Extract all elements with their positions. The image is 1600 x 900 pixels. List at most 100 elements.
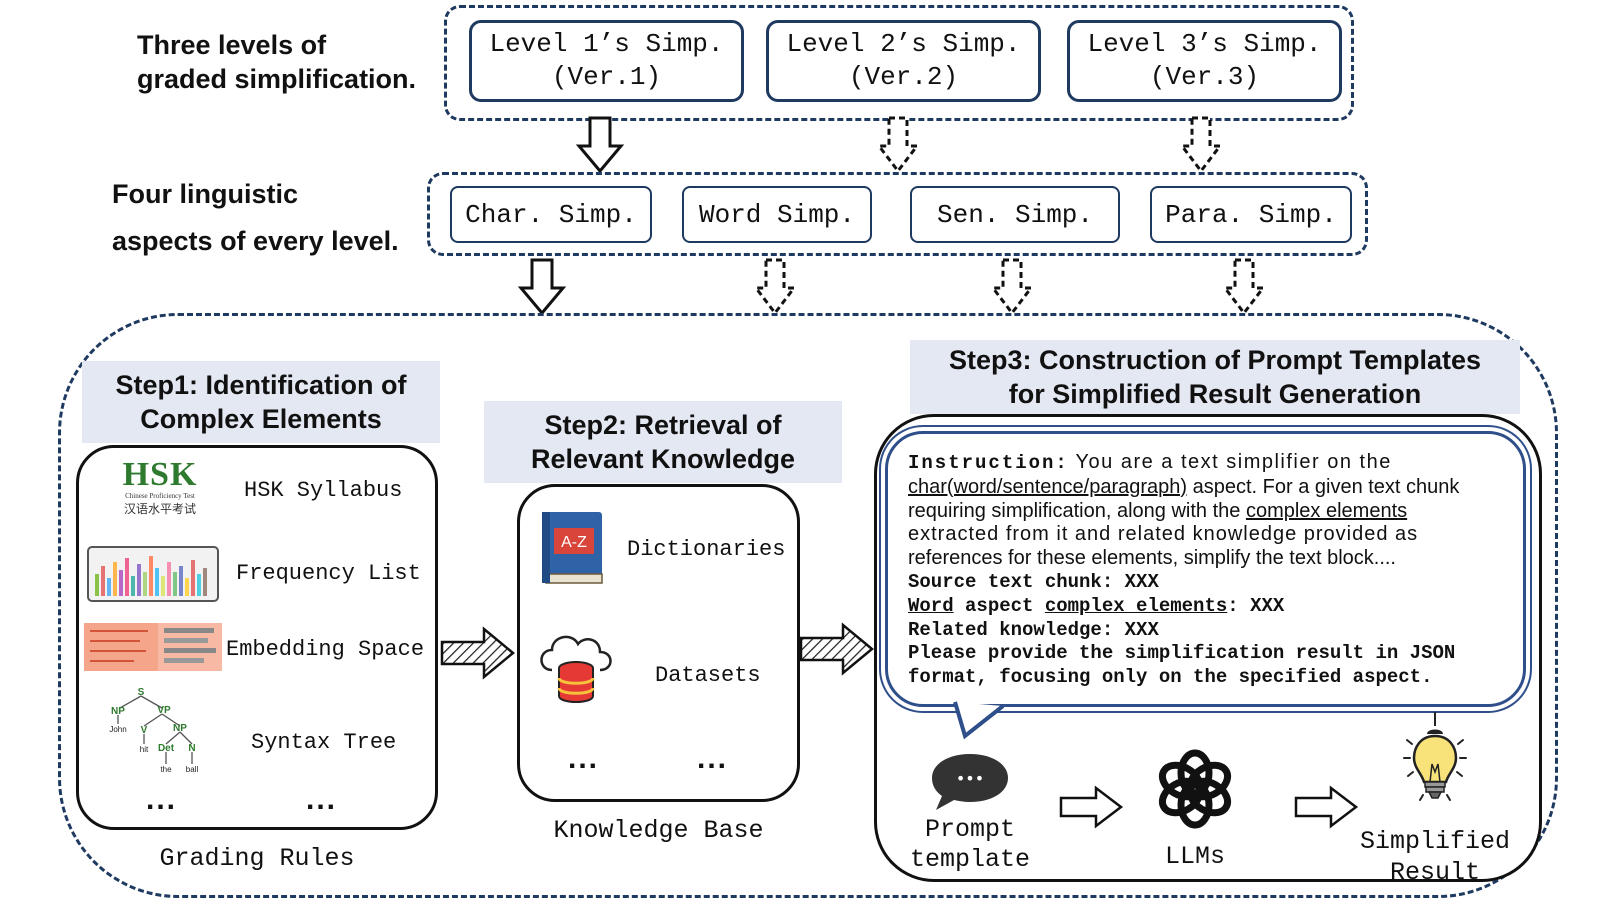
aspect-char-box: Char. Simp.: [450, 186, 652, 243]
down-arrow-solid-aspect: [518, 258, 566, 316]
prompt-line-7: Word aspect complex elements: XXX: [908, 595, 1508, 619]
prompt-l7-word: Word: [908, 594, 954, 617]
prompt-line-8: Related knowledge: XXX: [908, 618, 1159, 641]
instruction-label: Instruction:: [908, 452, 1069, 474]
tree-np: NP: [111, 706, 125, 717]
step1-title-line1: Step1: Identification of: [115, 370, 407, 400]
prompt-l3-underlined: complex elements: [1245, 499, 1408, 522]
dictionary-book-icon: A-Z: [542, 512, 603, 584]
hatched-arrow-2: [799, 622, 874, 676]
step2-title-line2: Relevant Knowledge: [530, 444, 796, 474]
level-2-line2: (Ver.2): [848, 62, 959, 92]
levels-label: Three levels of Three levels of graded s…: [137, 28, 416, 96]
embedding-space-icon: [84, 623, 222, 671]
tree-n: N: [188, 743, 195, 754]
outline-arrow-1: [1059, 785, 1124, 829]
step2-ellipsis-right: ...: [697, 742, 729, 775]
prompt-l2-underlined: char(word/sentence/paragraph): [908, 475, 1188, 498]
llm-openai-icon: [1158, 749, 1232, 829]
prompt-l7-complex: complex elements: [1044, 594, 1228, 617]
tree-det: Det: [158, 743, 175, 754]
tree-vp: VP: [157, 705, 171, 716]
aspect-sentence-box: Sen. Simp.: [910, 186, 1120, 243]
prompt-line-1: Instruction: You are a text simplifier o…: [908, 451, 1508, 476]
aspects-label-line2: aspects of every level.: [112, 226, 399, 256]
hatched-arrow-1: [440, 626, 515, 680]
tree-v: V: [141, 725, 148, 736]
frequency-chart-icon: [87, 546, 219, 602]
step3-title-line1: Step3: Construction of Prompt Templates: [948, 345, 1482, 375]
level-1-box: Level 1’s Simp. (Ver.1): [469, 20, 744, 102]
step2-ellipsis-left: ...: [568, 742, 600, 775]
prompt-line-4: extracted from it and related knowledge …: [908, 523, 1419, 546]
prompt-line-6: Source text chunk: XXX: [908, 570, 1159, 593]
simplified-result-line2: Result: [1389, 858, 1480, 887]
item-frequency-list: Frequency List: [236, 561, 421, 586]
level-2-box: Level 2’s Simp. (Ver.2): [766, 20, 1041, 102]
prompt-line-3: requiring simplification, along with the…: [908, 500, 1508, 524]
step3-title-line2: for Simplified Result Generation: [1008, 379, 1422, 409]
simplified-result-label: Simplified Result: [1358, 826, 1512, 888]
step2-title: Step2: Retrieval of Relevant Knowledge: [484, 401, 842, 483]
item-syntax-tree: Syntax Tree: [251, 730, 397, 755]
tree-ball: ball: [186, 765, 199, 774]
hsk-logo: HSK Chinese Proficiency Test 汉语水平考试: [112, 458, 208, 517]
aspects-container: [427, 172, 1368, 256]
prompt-l7-end: : XXX: [1227, 594, 1285, 617]
down-arrow-dashed-2: [876, 116, 920, 174]
level-1-line1: Level 1’s Simp.: [489, 29, 724, 59]
levels-label-line2b: graded simplification.: [137, 64, 417, 94]
item-dictionaries: Dictionaries: [627, 537, 786, 562]
down-arrow-dashed-aspect-4: [1222, 258, 1266, 316]
prompt-l7-mid: aspect: [953, 594, 1045, 617]
prompt-template-label: Prompt template: [895, 815, 1045, 875]
aspects-label-line1: Four linguistic: [112, 179, 298, 209]
down-arrow-dashed-3: [1179, 116, 1223, 174]
cloud-database-icon: [540, 635, 612, 703]
aspect-word-box: Word Simp.: [682, 186, 872, 243]
pipeline-container: [58, 313, 1558, 898]
tree-john: John: [109, 725, 126, 734]
aspect-paragraph-box: Para. Simp.: [1150, 186, 1352, 243]
chat-dots: •••: [956, 769, 984, 788]
tree-hit: hit: [140, 745, 149, 754]
chat-bubble-icon: •••: [932, 754, 1008, 810]
aspects-label: Four linguistic aspects of every level.: [112, 178, 399, 258]
hsk-logo-text: HSK: [122, 456, 198, 493]
prompt-line-10: format, focusing only on the specified a…: [908, 666, 1433, 689]
prompt-l2-rest: aspect. For a given text chunk: [1187, 475, 1460, 498]
simplified-result-line1: Simplified: [1359, 827, 1511, 856]
step1-title-line2: Complex Elements: [140, 404, 382, 434]
llms-label: LLMs: [1164, 842, 1225, 871]
step1-ellipsis-left: ...: [146, 783, 178, 816]
outline-arrow-2: [1294, 785, 1359, 829]
grading-rules-label: Grading Rules: [159, 844, 355, 873]
level-2-line1: Level 2’s Simp.: [786, 29, 1021, 59]
item-embedding-space: Embedding Space: [226, 637, 425, 662]
lightbulb-icon: [1403, 712, 1467, 801]
levels-label-line1: Three levels of: [137, 30, 327, 60]
hsk-logo-sub: Chinese Proficiency Test: [125, 492, 195, 500]
level-3-line2: (Ver.3): [1149, 62, 1260, 92]
step1-ellipsis-right: ...: [306, 783, 338, 816]
step1-title: Step1: Identification of Complex Element…: [82, 361, 440, 443]
step3-title: Step3: Construction of Prompt Templates …: [910, 340, 1520, 414]
prompt-line-5: references for these elements, simplify …: [908, 547, 1396, 570]
prompt-line-9: Please provide the simplification result…: [908, 642, 1456, 665]
level-1-line2: (Ver.1): [551, 62, 662, 92]
down-arrow-dashed-aspect-3: [990, 258, 1034, 316]
tree-np2: NP: [173, 723, 187, 734]
prompt-bubble: [885, 431, 1526, 707]
prompt-line-2: char(word/sentence/paragraph) aspect. Fo…: [908, 476, 1508, 500]
item-hsk-syllabus: HSK Syllabus: [244, 478, 403, 503]
prompt-template-line1: Prompt: [924, 815, 1015, 844]
down-arrow-solid-1: [576, 116, 624, 174]
item-datasets: Datasets: [655, 663, 761, 688]
level-3-line1: Level 3’s Simp.: [1087, 29, 1322, 59]
prompt-l1-rest: You are a text simplifier on the: [1068, 451, 1392, 473]
down-arrow-dashed-aspect-2: [753, 258, 797, 316]
prompt-l3-a: requiring simplification, along with the: [908, 499, 1246, 522]
tree-the: the: [160, 765, 172, 774]
level-3-box: Level 3’s Simp. (Ver.3): [1067, 20, 1342, 102]
prompt-template-line2: template: [909, 845, 1031, 874]
